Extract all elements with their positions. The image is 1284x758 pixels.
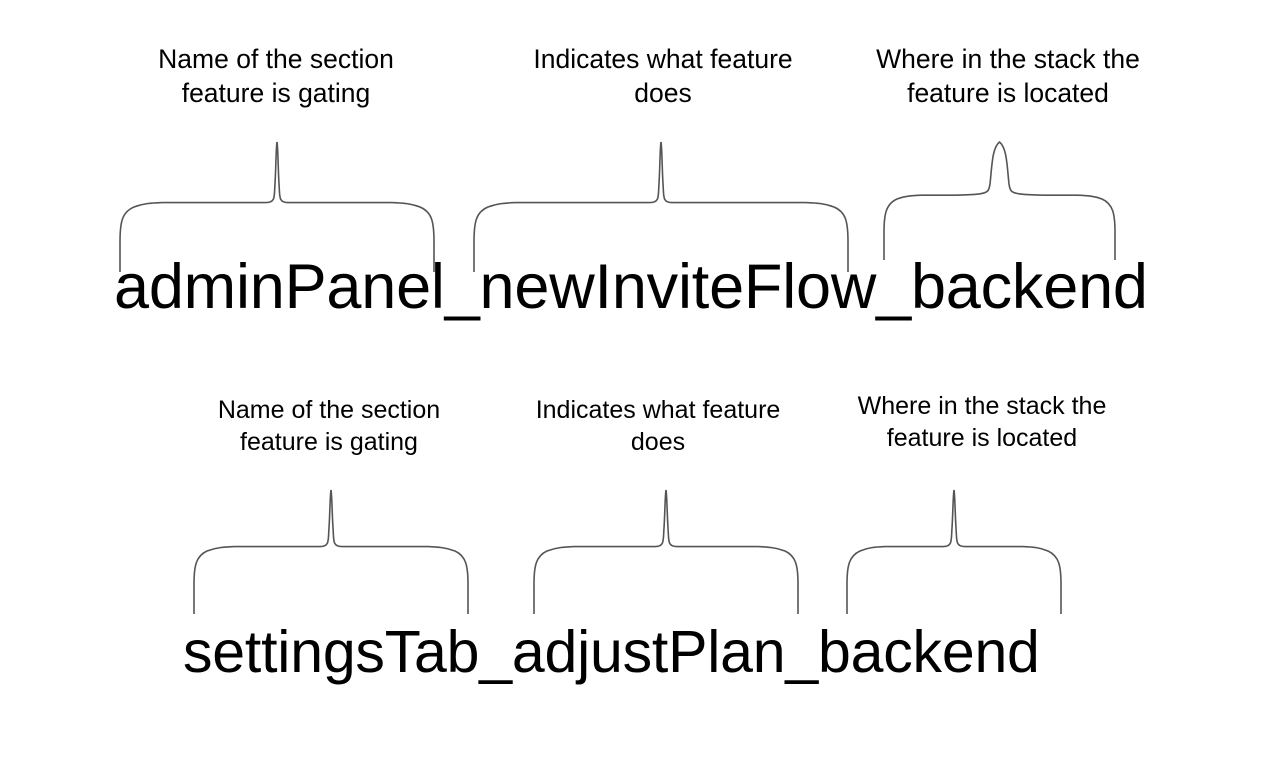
example-group-1: Name of the section feature is gating In…: [0, 0, 1284, 340]
segment-caption-behavior: Indicates what feature does: [533, 44, 793, 108]
segment-caption-layer: Where in the stack the feature is locate…: [857, 392, 1107, 452]
segment-caption-behavior: Indicates what feature does: [535, 396, 781, 456]
segment-caption-section: Name of the section feature is gating: [158, 44, 394, 108]
curly-brace-layer: [846, 489, 1062, 615]
segment-caption-layer: Where in the stack the feature is locate…: [876, 44, 1140, 108]
feature-flag-identifier: adminPanel_newInviteFlow_backend: [114, 252, 1148, 322]
feature-flag-identifier: settingsTab_adjustPlan_backend: [183, 619, 1040, 685]
curly-brace-section: [119, 141, 435, 273]
curly-brace-behavior: [533, 489, 799, 615]
segment-caption-section: Name of the section feature is gating: [217, 396, 441, 456]
curly-brace-behavior: [473, 141, 849, 273]
curly-brace-section: [193, 489, 469, 615]
curly-brace-layer: [883, 140, 1116, 261]
